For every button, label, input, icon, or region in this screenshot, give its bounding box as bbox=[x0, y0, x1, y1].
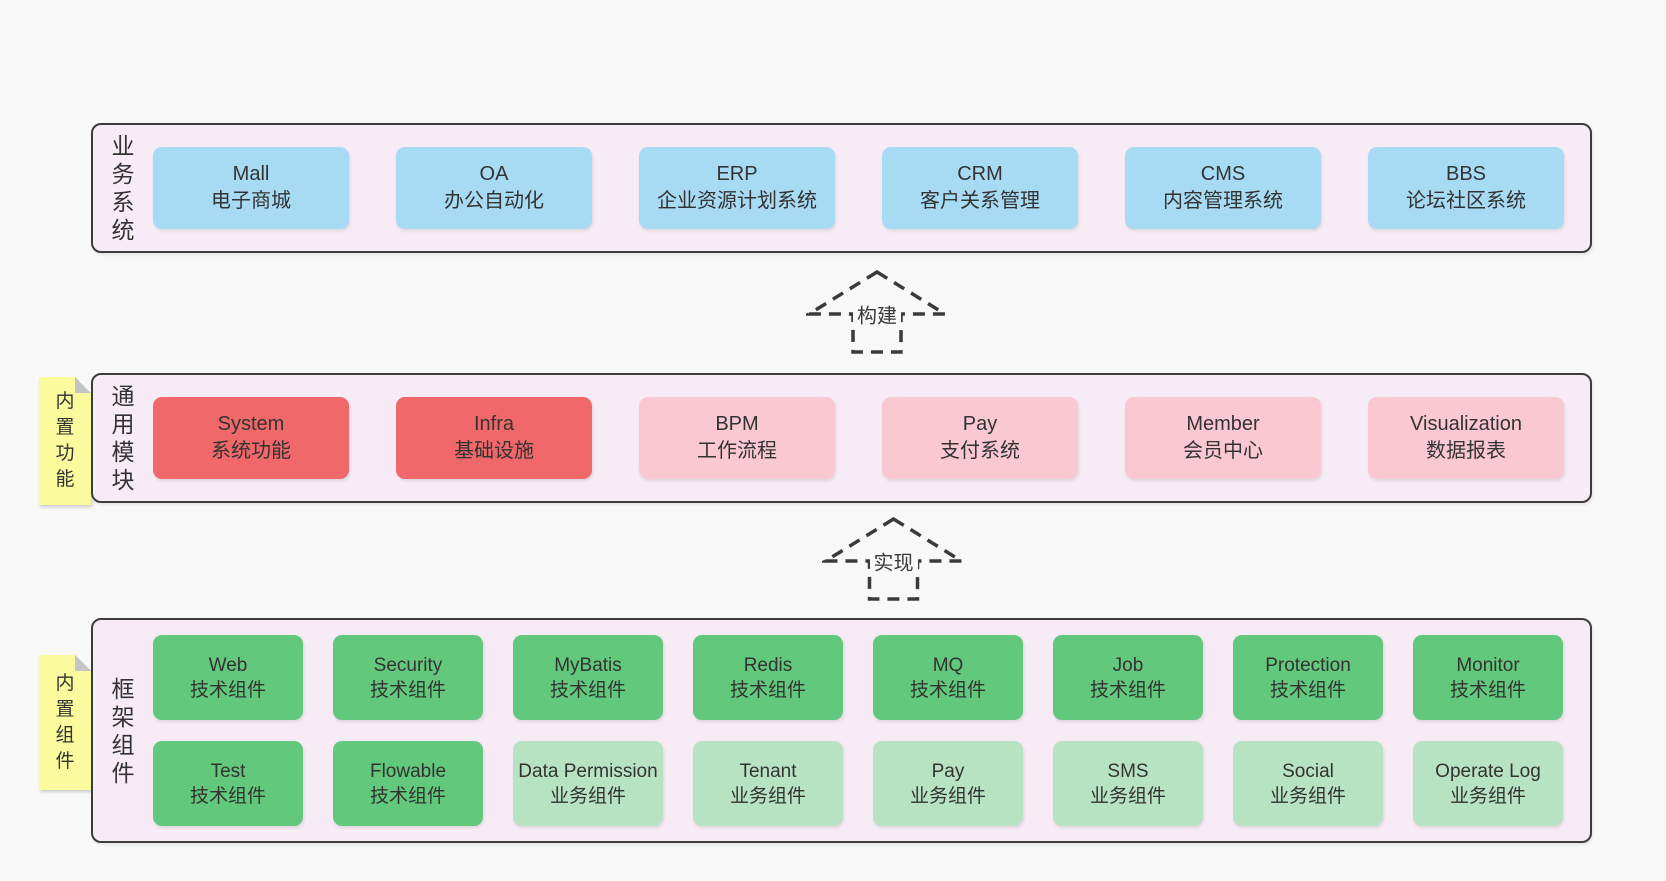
box-mybatis: MyBatis 技术组件 bbox=[513, 635, 663, 720]
up-arrow-build: 构建 bbox=[806, 270, 948, 354]
box-flowable: Flowable 技术组件 bbox=[333, 741, 483, 826]
box-member: Member 会员中心 bbox=[1125, 397, 1321, 479]
box-bpm: BPM 工作流程 bbox=[639, 397, 835, 479]
box-operate-log: Operate Log 业务组件 bbox=[1413, 741, 1563, 826]
box-bbs: BBS 论坛社区系统 bbox=[1368, 147, 1564, 229]
layer2-rows: System 系统功能 Infra 基础设施 BPM 工作流程 Pay 支付系统… bbox=[153, 375, 1590, 501]
box-visualization: Visualization 数据报表 bbox=[1368, 397, 1564, 479]
folded-corner-icon bbox=[75, 377, 91, 393]
up-arrow-icon bbox=[822, 517, 965, 601]
box-sms: SMS 业务组件 bbox=[1053, 741, 1203, 826]
layer2-row: System 系统功能 Infra 基础设施 BPM 工作流程 Pay 支付系统… bbox=[153, 397, 1566, 479]
layer-label-framework-components: 框架组件 bbox=[93, 620, 153, 841]
box-data-permission: Data Permission 业务组件 bbox=[513, 741, 663, 826]
box-infra: Infra 基础设施 bbox=[396, 397, 592, 479]
box-pay-business: Pay 业务组件 bbox=[873, 741, 1023, 826]
layer3-rows: Web 技术组件 Security 技术组件 MyBatis 技术组件 Redi… bbox=[153, 620, 1590, 841]
box-social: Social 业务组件 bbox=[1233, 741, 1383, 826]
layer3-row-1: Web 技术组件 Security 技术组件 MyBatis 技术组件 Redi… bbox=[153, 635, 1566, 720]
box-web: Web 技术组件 bbox=[153, 635, 303, 720]
layer-common-modules: 通用模块 System 系统功能 Infra 基础设施 BPM 工作流程 Pay… bbox=[91, 373, 1592, 503]
arrow-build-label: 构建 bbox=[853, 299, 901, 329]
layer1-rows: Mall 电子商城 OA 办公自动化 ERP 企业资源计划系统 CRM 客户关系… bbox=[153, 125, 1590, 251]
box-crm: CRM 客户关系管理 bbox=[882, 147, 1078, 229]
box-system: System 系统功能 bbox=[153, 397, 349, 479]
box-mq: MQ 技术组件 bbox=[873, 635, 1023, 720]
layer-label-text: 业务系统 bbox=[111, 133, 135, 243]
arrow-implement-label: 实现 bbox=[869, 546, 918, 576]
tab-built-in-components-label: 内置组件 bbox=[55, 672, 75, 772]
layer1-row: Mall 电子商城 OA 办公自动化 ERP 企业资源计划系统 CRM 客户关系… bbox=[153, 147, 1566, 229]
box-redis: Redis 技术组件 bbox=[693, 635, 843, 720]
layer-label-text: 框架组件 bbox=[111, 675, 135, 786]
layer3-row-2: Test 技术组件 Flowable 技术组件 Data Permission … bbox=[153, 741, 1566, 826]
box-monitor: Monitor 技术组件 bbox=[1413, 635, 1563, 720]
up-arrow-icon bbox=[806, 270, 948, 354]
box-test: Test 技术组件 bbox=[153, 741, 303, 826]
layer-label-text: 通用模块 bbox=[111, 383, 135, 493]
box-mall: Mall 电子商城 bbox=[153, 147, 349, 229]
layer-framework-components: 框架组件 Web 技术组件 Security 技术组件 MyBatis 技术组件… bbox=[91, 618, 1592, 843]
folded-corner-icon bbox=[75, 655, 91, 671]
layer-label-business-systems: 业务系统 bbox=[93, 125, 153, 251]
box-job: Job 技术组件 bbox=[1053, 635, 1203, 720]
box-security: Security 技术组件 bbox=[333, 635, 483, 720]
box-tenant: Tenant 业务组件 bbox=[693, 741, 843, 826]
box-oa: OA 办公自动化 bbox=[396, 147, 592, 229]
box-erp: ERP 企业资源计划系统 bbox=[639, 147, 835, 229]
layer-label-common-modules: 通用模块 bbox=[93, 375, 153, 501]
tab-built-in-components: 内置组件 bbox=[39, 655, 91, 790]
box-cms: CMS 内容管理系统 bbox=[1125, 147, 1321, 229]
tab-built-in-features-label: 内置功能 bbox=[55, 391, 75, 490]
up-arrow-implement: 实现 bbox=[822, 517, 965, 601]
layer-business-systems: 业务系统 Mall 电子商城 OA 办公自动化 ERP 企业资源计划系统 CRM… bbox=[91, 123, 1592, 253]
tab-built-in-features: 内置功能 bbox=[39, 377, 91, 505]
box-pay: Pay 支付系统 bbox=[882, 397, 1078, 479]
box-protection: Protection 技术组件 bbox=[1233, 635, 1383, 720]
